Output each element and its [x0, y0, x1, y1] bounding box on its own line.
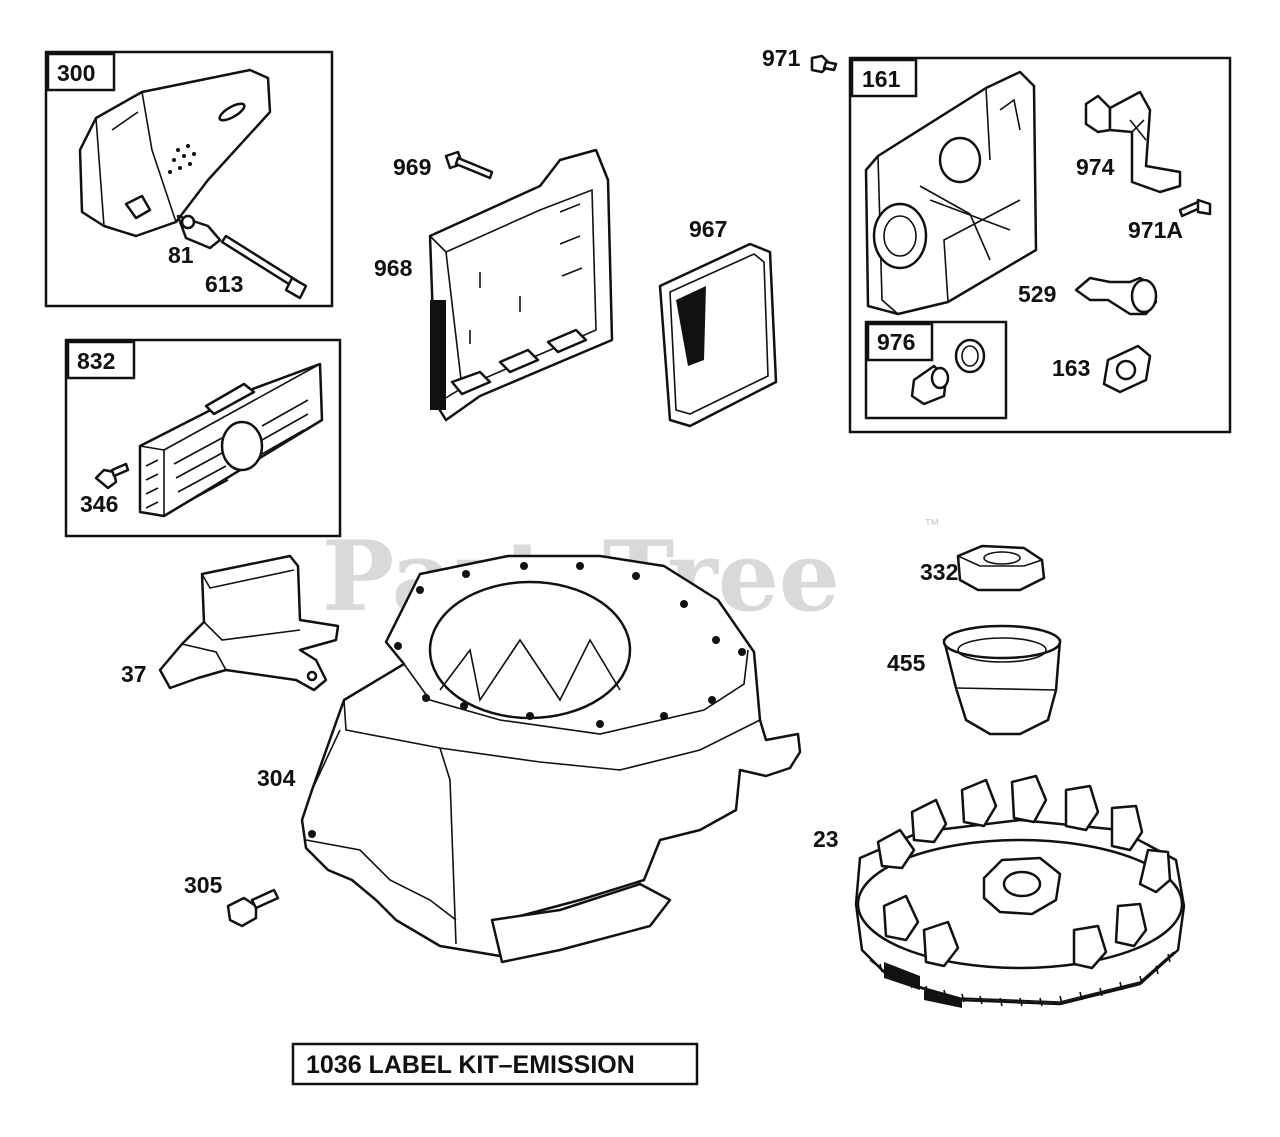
muffler-guard-part[interactable]: [138, 362, 324, 518]
intake-housing-part[interactable]: [864, 70, 1038, 316]
air-filter-967[interactable]: [658, 242, 778, 428]
watermark-trademark: ™: [924, 517, 940, 534]
flywheel-23[interactable]: [854, 774, 1186, 1008]
callout-529: 529: [1018, 281, 1056, 307]
seal-ring-part[interactable]: [954, 338, 986, 374]
callout-23: 23: [813, 826, 839, 852]
muffler-part[interactable]: [78, 68, 272, 238]
callout-967: 967: [689, 216, 727, 242]
callout-37: 37: [121, 661, 147, 687]
box-300-frame: [44, 50, 334, 308]
box-832-label: 832: [77, 348, 115, 374]
deflector-37[interactable]: [158, 554, 340, 692]
plug-part[interactable]: [910, 364, 950, 406]
box-161-frame: [848, 56, 1232, 434]
callout-332: 332: [920, 559, 958, 585]
box-976-label: 976: [877, 329, 915, 355]
label-kit-text: 1036 LABEL KIT–EMISSION: [306, 1051, 635, 1079]
callout-971: 971: [762, 45, 801, 71]
callout-81: 81: [168, 242, 194, 268]
bracket-974[interactable]: [1084, 90, 1182, 194]
callout-968: 968: [374, 255, 413, 281]
box-832-frame: [64, 338, 342, 538]
callout-971a: 971A: [1128, 217, 1183, 243]
callout-974: 974: [1076, 154, 1115, 180]
box-832-guard[interactable]: 832 346: [64, 338, 342, 538]
air-cleaner-base-968[interactable]: [428, 148, 614, 422]
callout-455: 455: [887, 650, 926, 676]
box-976-tag: [866, 322, 934, 362]
label-kit-frame: [291, 1042, 699, 1086]
screw-971[interactable]: [810, 54, 838, 74]
box-300-label: 300: [57, 60, 95, 86]
screw-346[interactable]: [94, 462, 130, 490]
bolt-613[interactable]: [220, 234, 308, 300]
callout-969: 969: [393, 154, 431, 180]
box-300-muffler[interactable]: 300 81 613: [44, 50, 334, 308]
callout-163: 163: [1052, 355, 1090, 381]
box-161-tag: [850, 58, 918, 98]
box-300-tag: [46, 52, 116, 92]
screw-969[interactable]: [444, 150, 494, 180]
label-kit-box[interactable]: 1036 LABEL KIT–EMISSION: [291, 1042, 699, 1086]
elbow-529[interactable]: [1074, 276, 1158, 316]
cup-455[interactable]: [942, 624, 1062, 736]
nut-332[interactable]: [956, 544, 1046, 592]
box-976-kit[interactable]: 976: [864, 320, 1008, 420]
callout-613: 613: [205, 271, 243, 297]
callout-346: 346: [80, 491, 118, 517]
box-161-intake[interactable]: 161 974 971A 529: [848, 56, 1232, 434]
blower-housing-304[interactable]: [300, 554, 802, 964]
screw-971a[interactable]: [1178, 198, 1212, 218]
gasket-81[interactable]: [176, 214, 222, 250]
box-976-frame: [864, 320, 1008, 420]
callout-305: 305: [184, 872, 223, 898]
screw-305[interactable]: [226, 888, 280, 928]
gasket-163[interactable]: [1102, 344, 1152, 394]
callout-304: 304: [257, 765, 296, 791]
box-161-label: 161: [862, 66, 901, 92]
box-832-tag: [66, 340, 136, 380]
